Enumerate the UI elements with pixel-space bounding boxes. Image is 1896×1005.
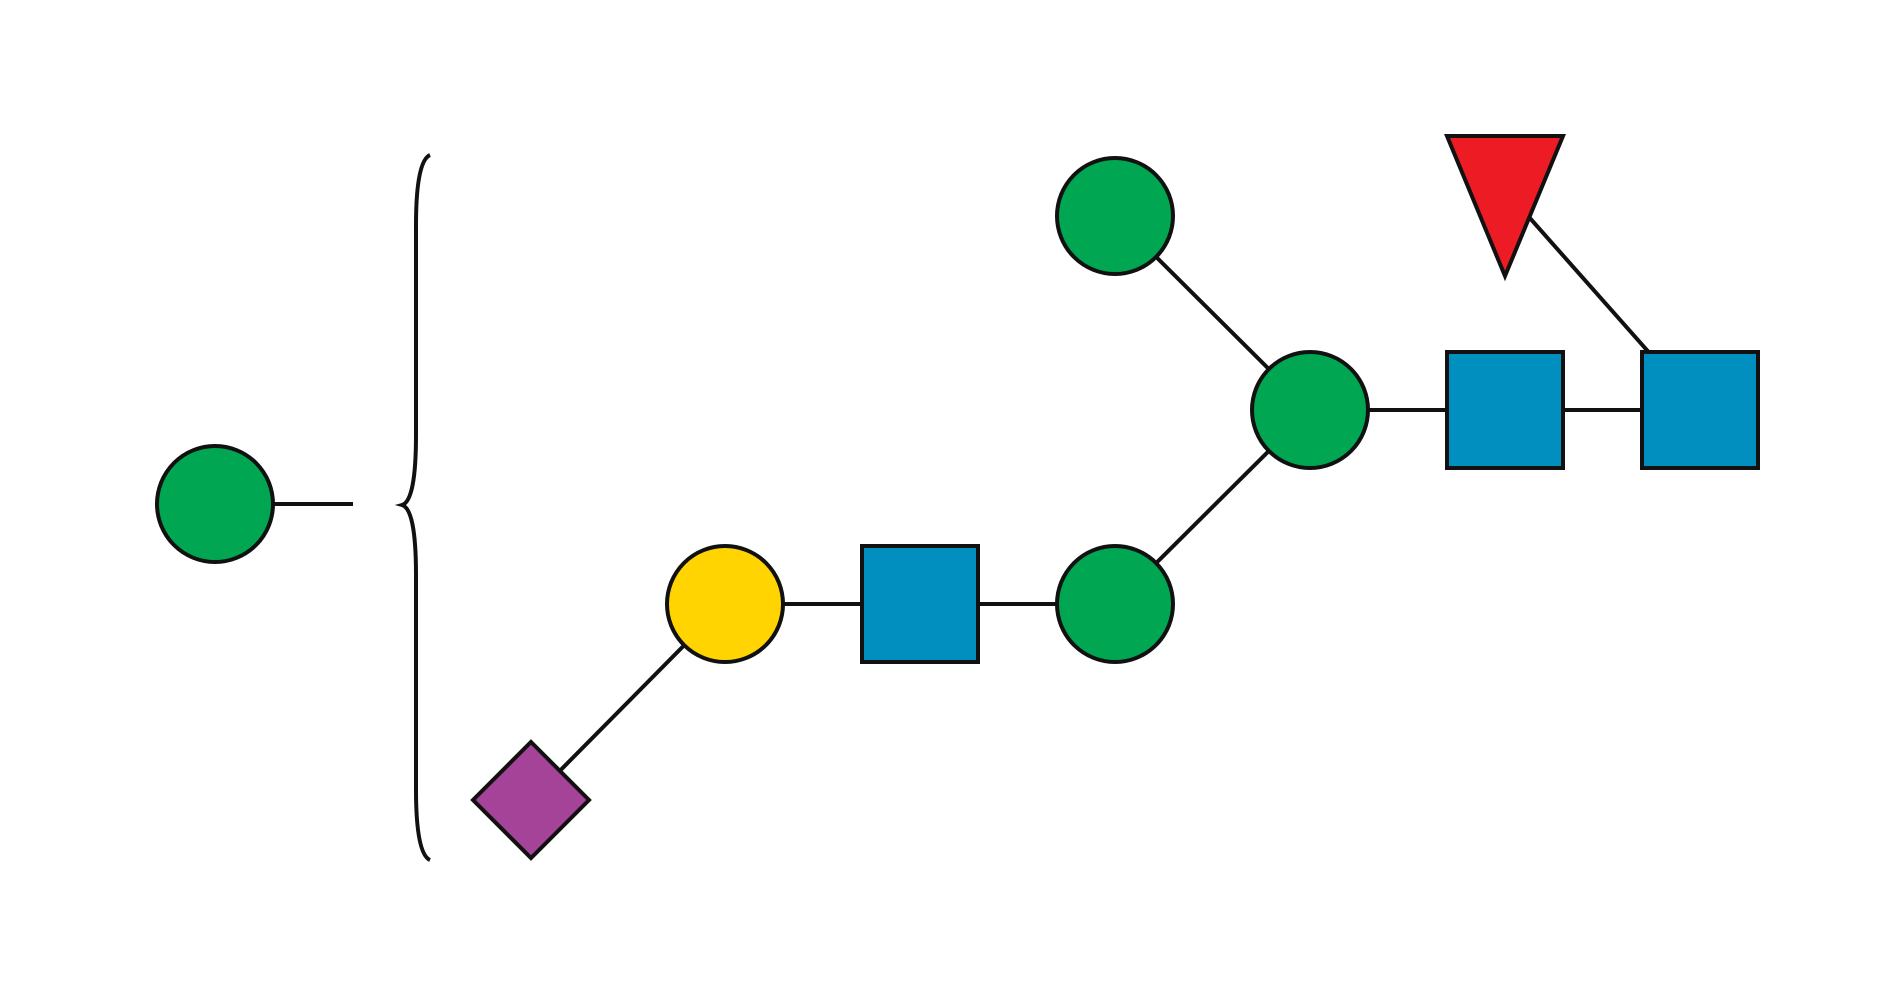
- red-triangle-icon: [1444, 134, 1566, 282]
- blue-square-icon: [1445, 350, 1565, 470]
- blue-square-icon: [860, 544, 980, 664]
- purple-diamond-icon: [470, 739, 592, 861]
- blue-square-icon: [1640, 350, 1760, 470]
- monosaccharide-residues: [155, 134, 1760, 861]
- green-circle-icon: [1250, 350, 1370, 470]
- green-circle-icon: [1055, 544, 1175, 664]
- curly-brace-icon: [394, 153, 432, 862]
- green-circle-icon: [155, 444, 275, 564]
- green-circle-icon: [1055, 156, 1175, 276]
- yellow-circle-icon: [665, 544, 785, 664]
